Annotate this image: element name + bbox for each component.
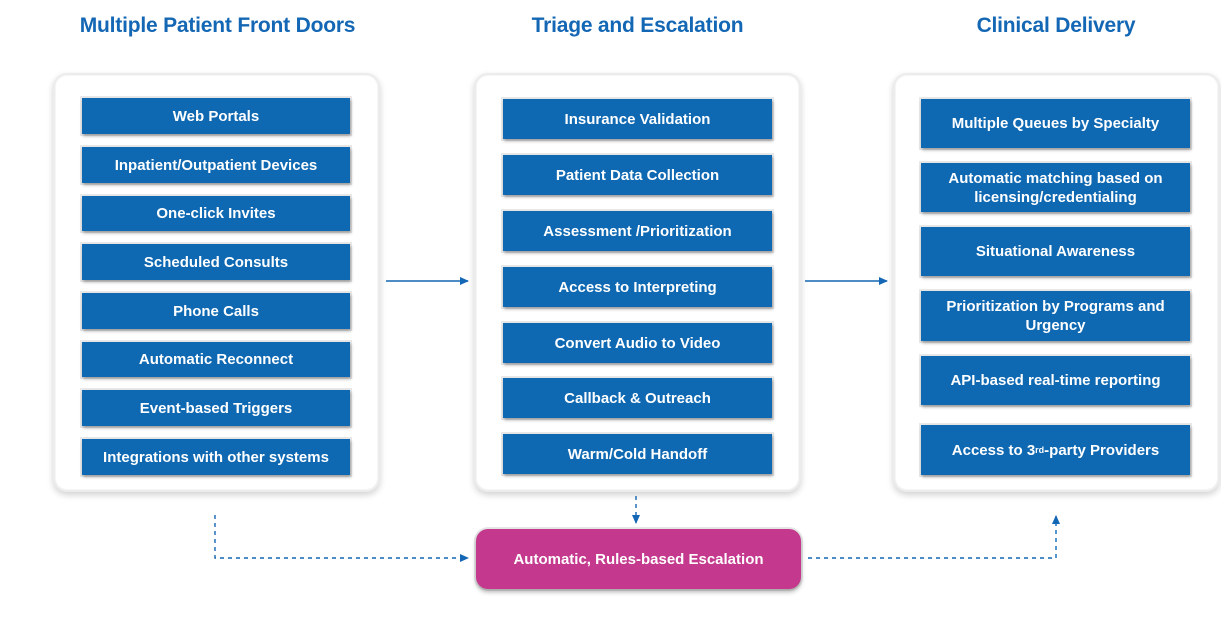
escalation-box: Automatic, Rules-based Escalation [476, 529, 801, 589]
item-one-click-invites: One-click Invites [82, 196, 350, 231]
item-inpatient-outpatient-devices: Inpatient/Outpatient Devices [82, 147, 350, 183]
item-web-portals: Web Portals [82, 98, 350, 134]
item-automatic-reconnect: Automatic Reconnect [82, 342, 350, 377]
dashed-arrow-doors-to-escalation [214, 515, 469, 562]
item-phone-calls: Phone Calls [82, 293, 350, 329]
item-integrations: Integrations with other systems [82, 439, 350, 475]
item-situational-awareness: Situational Awareness [921, 227, 1190, 276]
item-warm-cold-handoff: Warm/Cold Handoff [503, 434, 772, 474]
item-prioritization-programs: Prioritization by Programs and Urgency [921, 291, 1190, 341]
item-assessment-prioritization: Assessment /Prioritization [503, 211, 772, 251]
item-scheduled-consults: Scheduled Consults [82, 244, 350, 280]
item-callback-outreach: Callback & Outreach [503, 378, 772, 418]
item-convert-audio-to-video: Convert Audio to Video [503, 323, 772, 363]
third-party-prefix: Access to 3 [951, 441, 1036, 459]
item-api-reporting: API-based real-time reporting [921, 356, 1190, 405]
column-title-triage: Triage and Escalation [531, 14, 744, 37]
column-title-front-doors: Multiple Patient Front Doors [79, 14, 356, 37]
item-event-based-triggers: Event-based Triggers [82, 390, 350, 426]
item-multiple-queues: Multiple Queues by Specialty [921, 99, 1190, 148]
item-insurance-validation: Insurance Validation [503, 99, 772, 139]
item-access-to-interpreting: Access to Interpreting [503, 267, 772, 307]
third-party-suffix: -party Providers [1044, 441, 1160, 459]
item-patient-data-collection: Patient Data Collection [503, 155, 772, 195]
dashed-arrow-escalation-to-clinical [808, 515, 1060, 559]
item-automatic-matching: Automatic matching based on licensing/cr… [921, 163, 1190, 212]
column-title-clinical: Clinical Delivery [976, 14, 1136, 37]
